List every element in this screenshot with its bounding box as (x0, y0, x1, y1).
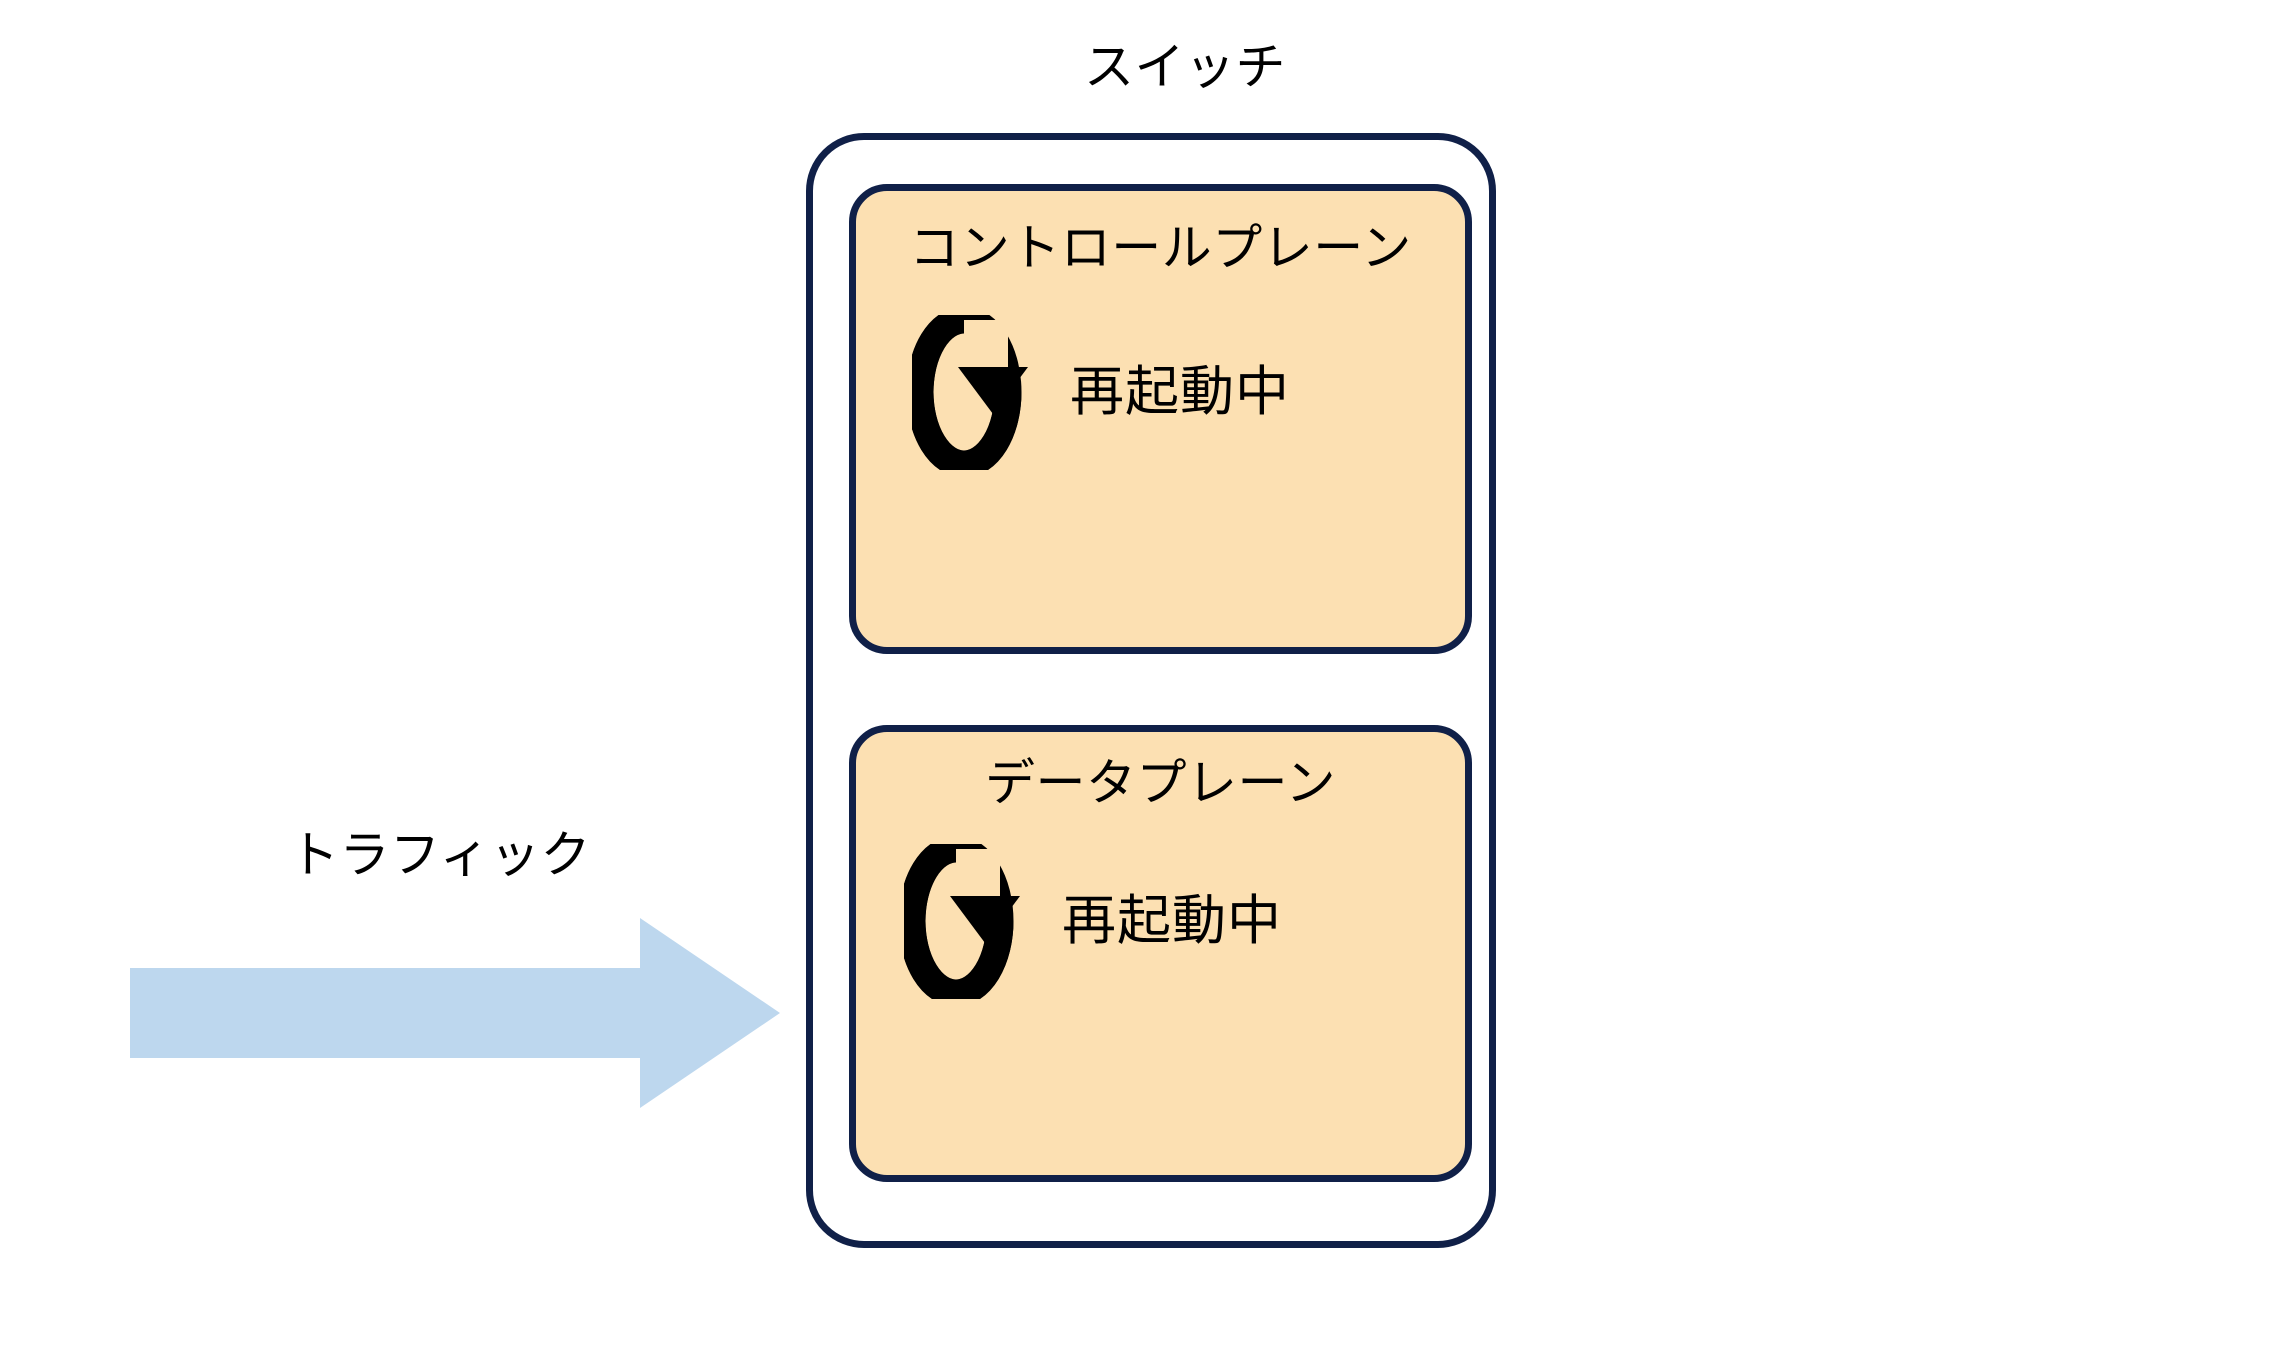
data-plane-title: データプレーン (985, 755, 1336, 811)
control-plane-status-label: 再起動中 (1070, 361, 1290, 422)
control-plane-title: コントロールプレーン (909, 220, 1412, 276)
traffic-label: トラフィック (289, 827, 591, 883)
data-plane-status: 再起動中 (904, 844, 1282, 999)
restart-icon (912, 315, 1028, 470)
switch-title: スイッチ (1084, 39, 1286, 95)
data-plane-box: データプレーン 再起動中 (849, 725, 1472, 1182)
control-plane-box: コントロールプレーン 再起動中 (849, 184, 1472, 654)
control-plane-status: 再起動中 (912, 315, 1290, 470)
data-plane-status-label: 再起動中 (1062, 890, 1282, 951)
restart-icon (904, 844, 1020, 999)
right-arrow-icon (130, 918, 780, 1108)
